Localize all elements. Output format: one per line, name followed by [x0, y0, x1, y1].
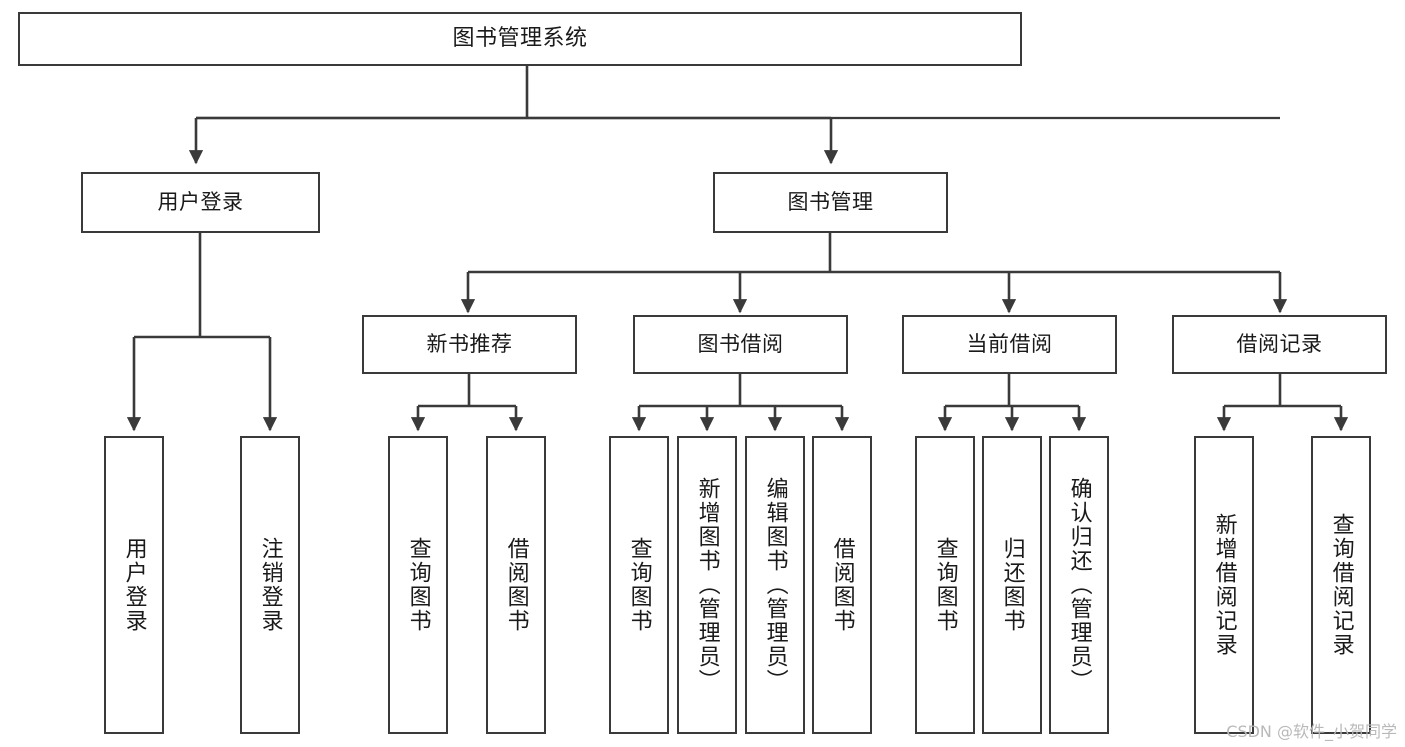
leaf-return-book[interactable]: 归还图书: [982, 436, 1042, 734]
leaf-query-book-2[interactable]: 查询图书: [609, 436, 669, 734]
leaf-add-borrow-record-label: 新增借阅记录: [1211, 513, 1237, 657]
node-root[interactable]: 图书管理系统: [18, 12, 1022, 66]
node-current-borrow-label: 当前借阅: [966, 332, 1053, 357]
node-new-book-recommend-label: 新书推荐: [426, 332, 513, 357]
node-user-login[interactable]: 用户登录: [81, 172, 320, 233]
node-root-label: 图书管理系统: [452, 26, 588, 52]
leaf-add-book[interactable]: 新增图书（管理员）: [677, 436, 737, 734]
node-borrow-record[interactable]: 借阅记录: [1172, 315, 1387, 374]
leaf-borrow-book-1[interactable]: 借阅图书: [486, 436, 546, 734]
node-new-book-recommend[interactable]: 新书推荐: [362, 315, 577, 374]
node-book-borrow[interactable]: 图书借阅: [633, 315, 848, 374]
leaf-user-login-label: 用户登录: [121, 537, 147, 633]
leaf-return-book-label: 归还图书: [999, 537, 1025, 633]
leaf-query-book-1[interactable]: 查询图书: [388, 436, 448, 734]
leaf-query-book-3[interactable]: 查询图书: [915, 436, 975, 734]
node-borrow-record-label: 借阅记录: [1236, 332, 1323, 357]
leaf-logout-login-label: 注销登录: [257, 537, 283, 633]
leaf-confirm-return-label: 确认归还（管理员）: [1066, 477, 1092, 693]
leaf-query-book-1-label: 查询图书: [405, 537, 431, 633]
leaf-query-borrow-record-label: 查询借阅记录: [1328, 513, 1354, 657]
node-user-login-label: 用户登录: [157, 190, 244, 215]
leaf-add-book-label: 新增图书（管理员）: [694, 477, 720, 693]
leaf-confirm-return[interactable]: 确认归还（管理员）: [1049, 436, 1109, 734]
node-book-borrow-label: 图书借阅: [697, 332, 784, 357]
leaf-query-book-3-label: 查询图书: [932, 537, 958, 633]
leaf-user-login[interactable]: 用户登录: [104, 436, 164, 734]
leaf-edit-book-label: 编辑图书（管理员）: [762, 477, 788, 693]
leaf-borrow-book-2[interactable]: 借阅图书: [812, 436, 872, 734]
node-book-management[interactable]: 图书管理: [713, 172, 948, 233]
node-current-borrow[interactable]: 当前借阅: [902, 315, 1117, 374]
csdn-watermark: CSDN @软件_小贺同学: [1226, 722, 1397, 741]
leaf-borrow-book-1-label: 借阅图书: [503, 537, 529, 633]
leaf-query-borrow-record[interactable]: 查询借阅记录: [1311, 436, 1371, 734]
leaf-add-borrow-record[interactable]: 新增借阅记录: [1194, 436, 1254, 734]
leaf-query-book-2-label: 查询图书: [626, 537, 652, 633]
node-book-management-label: 图书管理: [787, 190, 874, 215]
leaf-edit-book[interactable]: 编辑图书（管理员）: [745, 436, 805, 734]
leaf-borrow-book-2-label: 借阅图书: [829, 537, 855, 633]
leaf-logout-login[interactable]: 注销登录: [240, 436, 300, 734]
